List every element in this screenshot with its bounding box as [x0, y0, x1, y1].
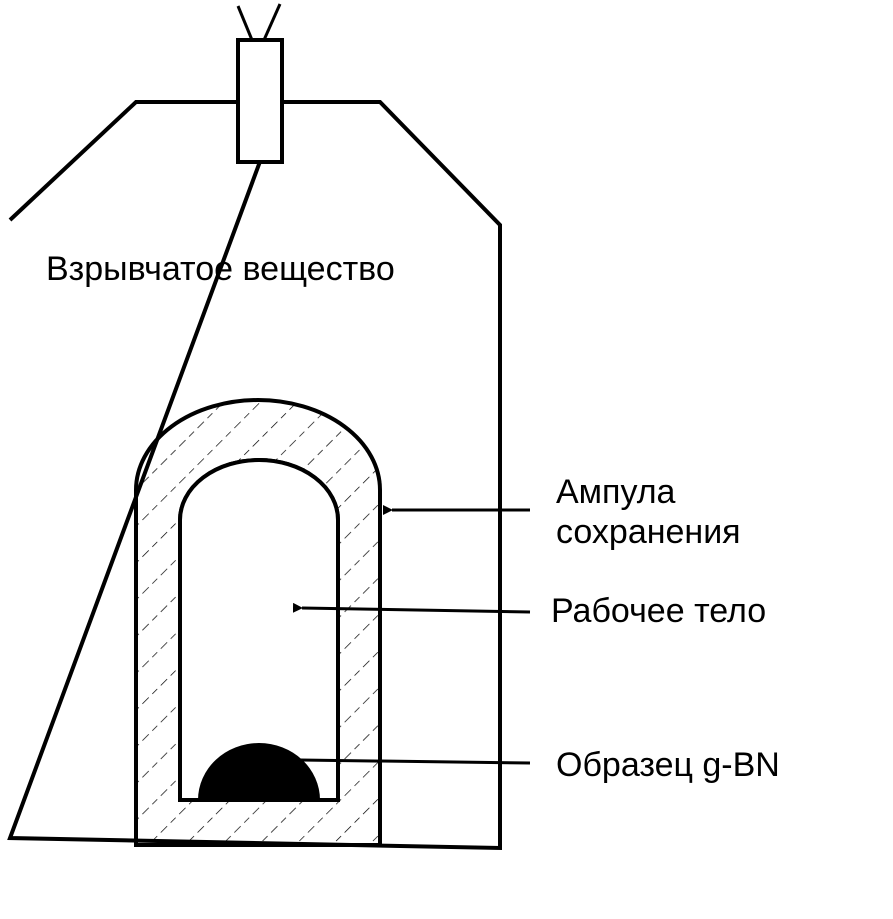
label-ampoule-line2: сохранения [556, 513, 741, 551]
arrow-working-body [292, 602, 531, 614]
detonator [236, 38, 284, 164]
arrow-sample [290, 754, 531, 765]
working-body-cavity [178, 458, 340, 802]
label-explosive: Взрывчатое вещество [46, 250, 395, 288]
detonator-wires [236, 3, 282, 41]
gbn-sample [198, 743, 320, 800]
explosive-charge-body [7, 100, 502, 851]
label-ampoule-line1: Ампула [556, 473, 676, 511]
label-sample: Образец g-BN [556, 746, 780, 784]
label-working-body: Рабочее тело [551, 592, 766, 630]
